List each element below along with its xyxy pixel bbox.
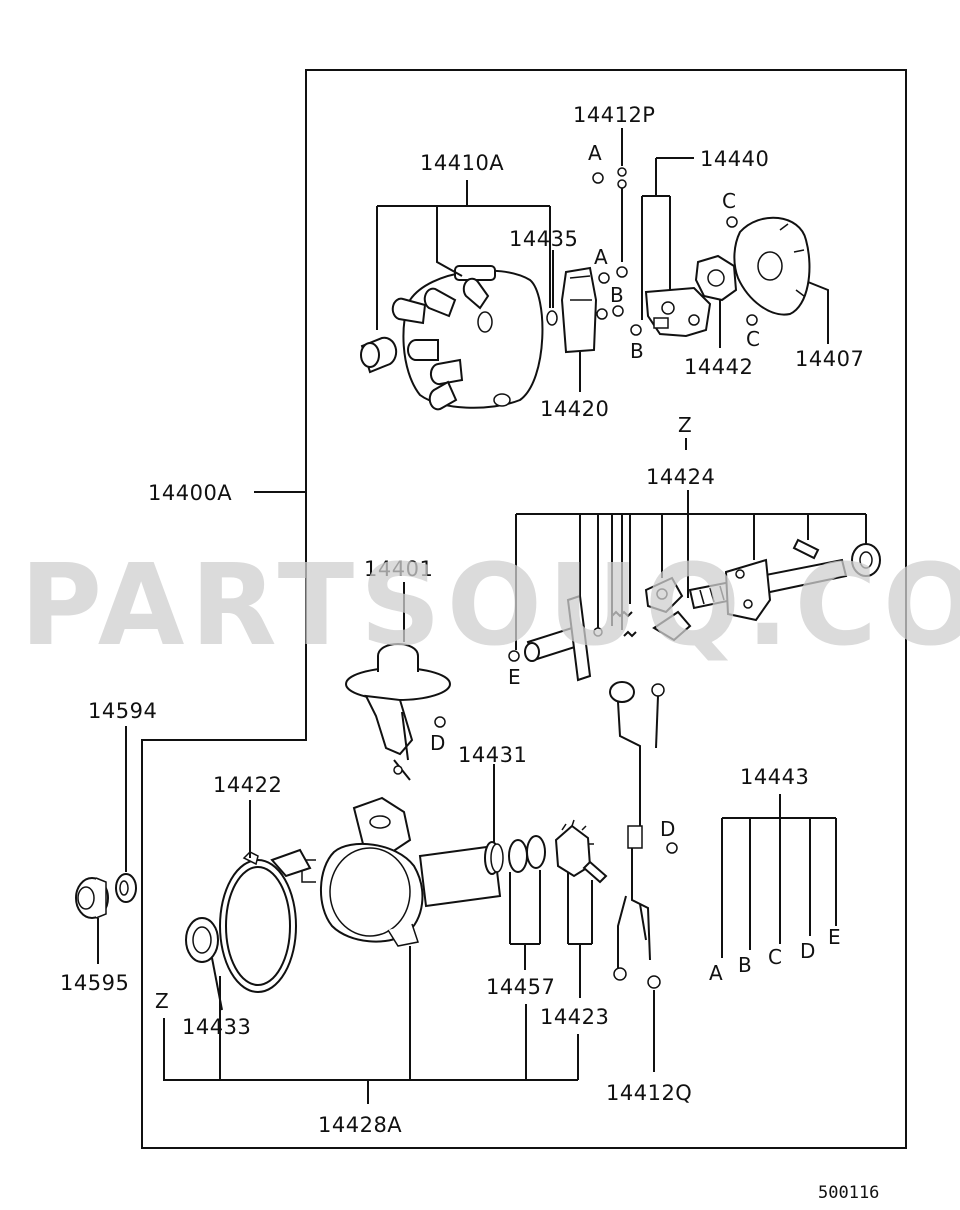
leader-14423 [567, 872, 593, 998]
label-14412P: 14412P [573, 103, 655, 127]
label-14400A: 14400A [148, 481, 232, 505]
leader-14428A [163, 946, 579, 1104]
screw-c-bottom [746, 314, 758, 326]
ref-e-1: E [508, 665, 521, 689]
cam-sleeve [524, 594, 592, 682]
screw-a-mid [598, 272, 610, 284]
shaft-pin [792, 538, 820, 560]
screw-d-wire [666, 842, 678, 854]
ref-z-1: Z [678, 413, 692, 437]
label-14420: 14420 [540, 397, 609, 421]
label-14431: 14431 [458, 743, 527, 767]
vacuum-advance [345, 643, 451, 781]
pickup-assembly [644, 286, 712, 338]
letter-a: A [709, 961, 723, 985]
screw-b-bottom [630, 324, 642, 336]
signal-rotor [694, 254, 738, 302]
label-14410A: 14410A [420, 151, 504, 175]
watermark: PARTSOUQ.COM [20, 541, 960, 671]
lead-wire-14412Q [609, 681, 665, 989]
cap-boot [360, 336, 398, 374]
screw-e [508, 650, 520, 662]
label-14412Q: 14412Q [606, 1081, 692, 1105]
label-14401: 14401 [364, 557, 433, 581]
letter-e: E [828, 925, 841, 949]
leader-14410A [376, 180, 551, 330]
ref-c-1: C [722, 189, 736, 213]
label-14407: 14407 [795, 347, 864, 371]
leader-14440 [641, 157, 694, 320]
ref-z-2: Z [155, 989, 169, 1013]
label-14442: 14442 [684, 355, 753, 379]
leader-14443 [721, 794, 837, 958]
label-14435: 14435 [509, 227, 578, 251]
shaft-washer-hole [859, 551, 873, 569]
shaft-assembly [688, 558, 848, 622]
letter-c: C [768, 945, 782, 969]
label-14594: 14594 [88, 699, 157, 723]
screw-b-top [612, 305, 624, 317]
label-14595: 14595 [60, 971, 129, 995]
ref-d-2: D [660, 817, 675, 841]
distributor-housing [270, 796, 502, 947]
screw-d-vacuum [434, 716, 446, 728]
thrust-washers [508, 835, 546, 873]
oil-seal [185, 917, 219, 963]
ref-b-1: B [610, 283, 624, 307]
rotor [560, 266, 608, 354]
label-14424: 14424 [646, 465, 715, 489]
breaker-plate [733, 216, 811, 316]
ref-b-2: B [630, 339, 644, 363]
leader-14407 [807, 281, 829, 344]
label-14422: 14422 [213, 773, 282, 797]
governor-spring-2 [623, 630, 637, 638]
drive-gear [554, 819, 608, 884]
lead-wire-14412P [616, 167, 628, 278]
letter-d: D [800, 939, 815, 963]
screw-a-top [592, 172, 604, 184]
gasket-14435 [546, 310, 558, 326]
ref-d-1: D [430, 731, 445, 755]
leader-14457 [509, 870, 541, 970]
governor-spring [611, 610, 633, 618]
screw-c-top [726, 216, 738, 228]
label-14428A: 14428A [318, 1113, 402, 1137]
label-14457: 14457 [486, 975, 555, 999]
distributor-cap [391, 265, 544, 411]
washer-14594 [115, 873, 137, 903]
drawing-code: 500116 [818, 1183, 879, 1203]
label-14433: 14433 [182, 1015, 251, 1039]
assembly-frame [141, 69, 907, 1149]
ref-a-2: A [594, 245, 608, 269]
o-ring-14431 [484, 841, 504, 875]
governor-weight [644, 576, 692, 642]
ref-c-2: C [746, 327, 760, 351]
letter-b: B [738, 953, 752, 977]
ref-a-1: A [588, 141, 602, 165]
grommet-14595 [75, 877, 109, 919]
label-14440: 14440 [700, 147, 769, 171]
leader-14424 [515, 490, 867, 650]
label-14423: 14423 [540, 1005, 609, 1029]
label-14443: 14443 [740, 765, 809, 789]
governor-spring-clip [593, 627, 603, 637]
